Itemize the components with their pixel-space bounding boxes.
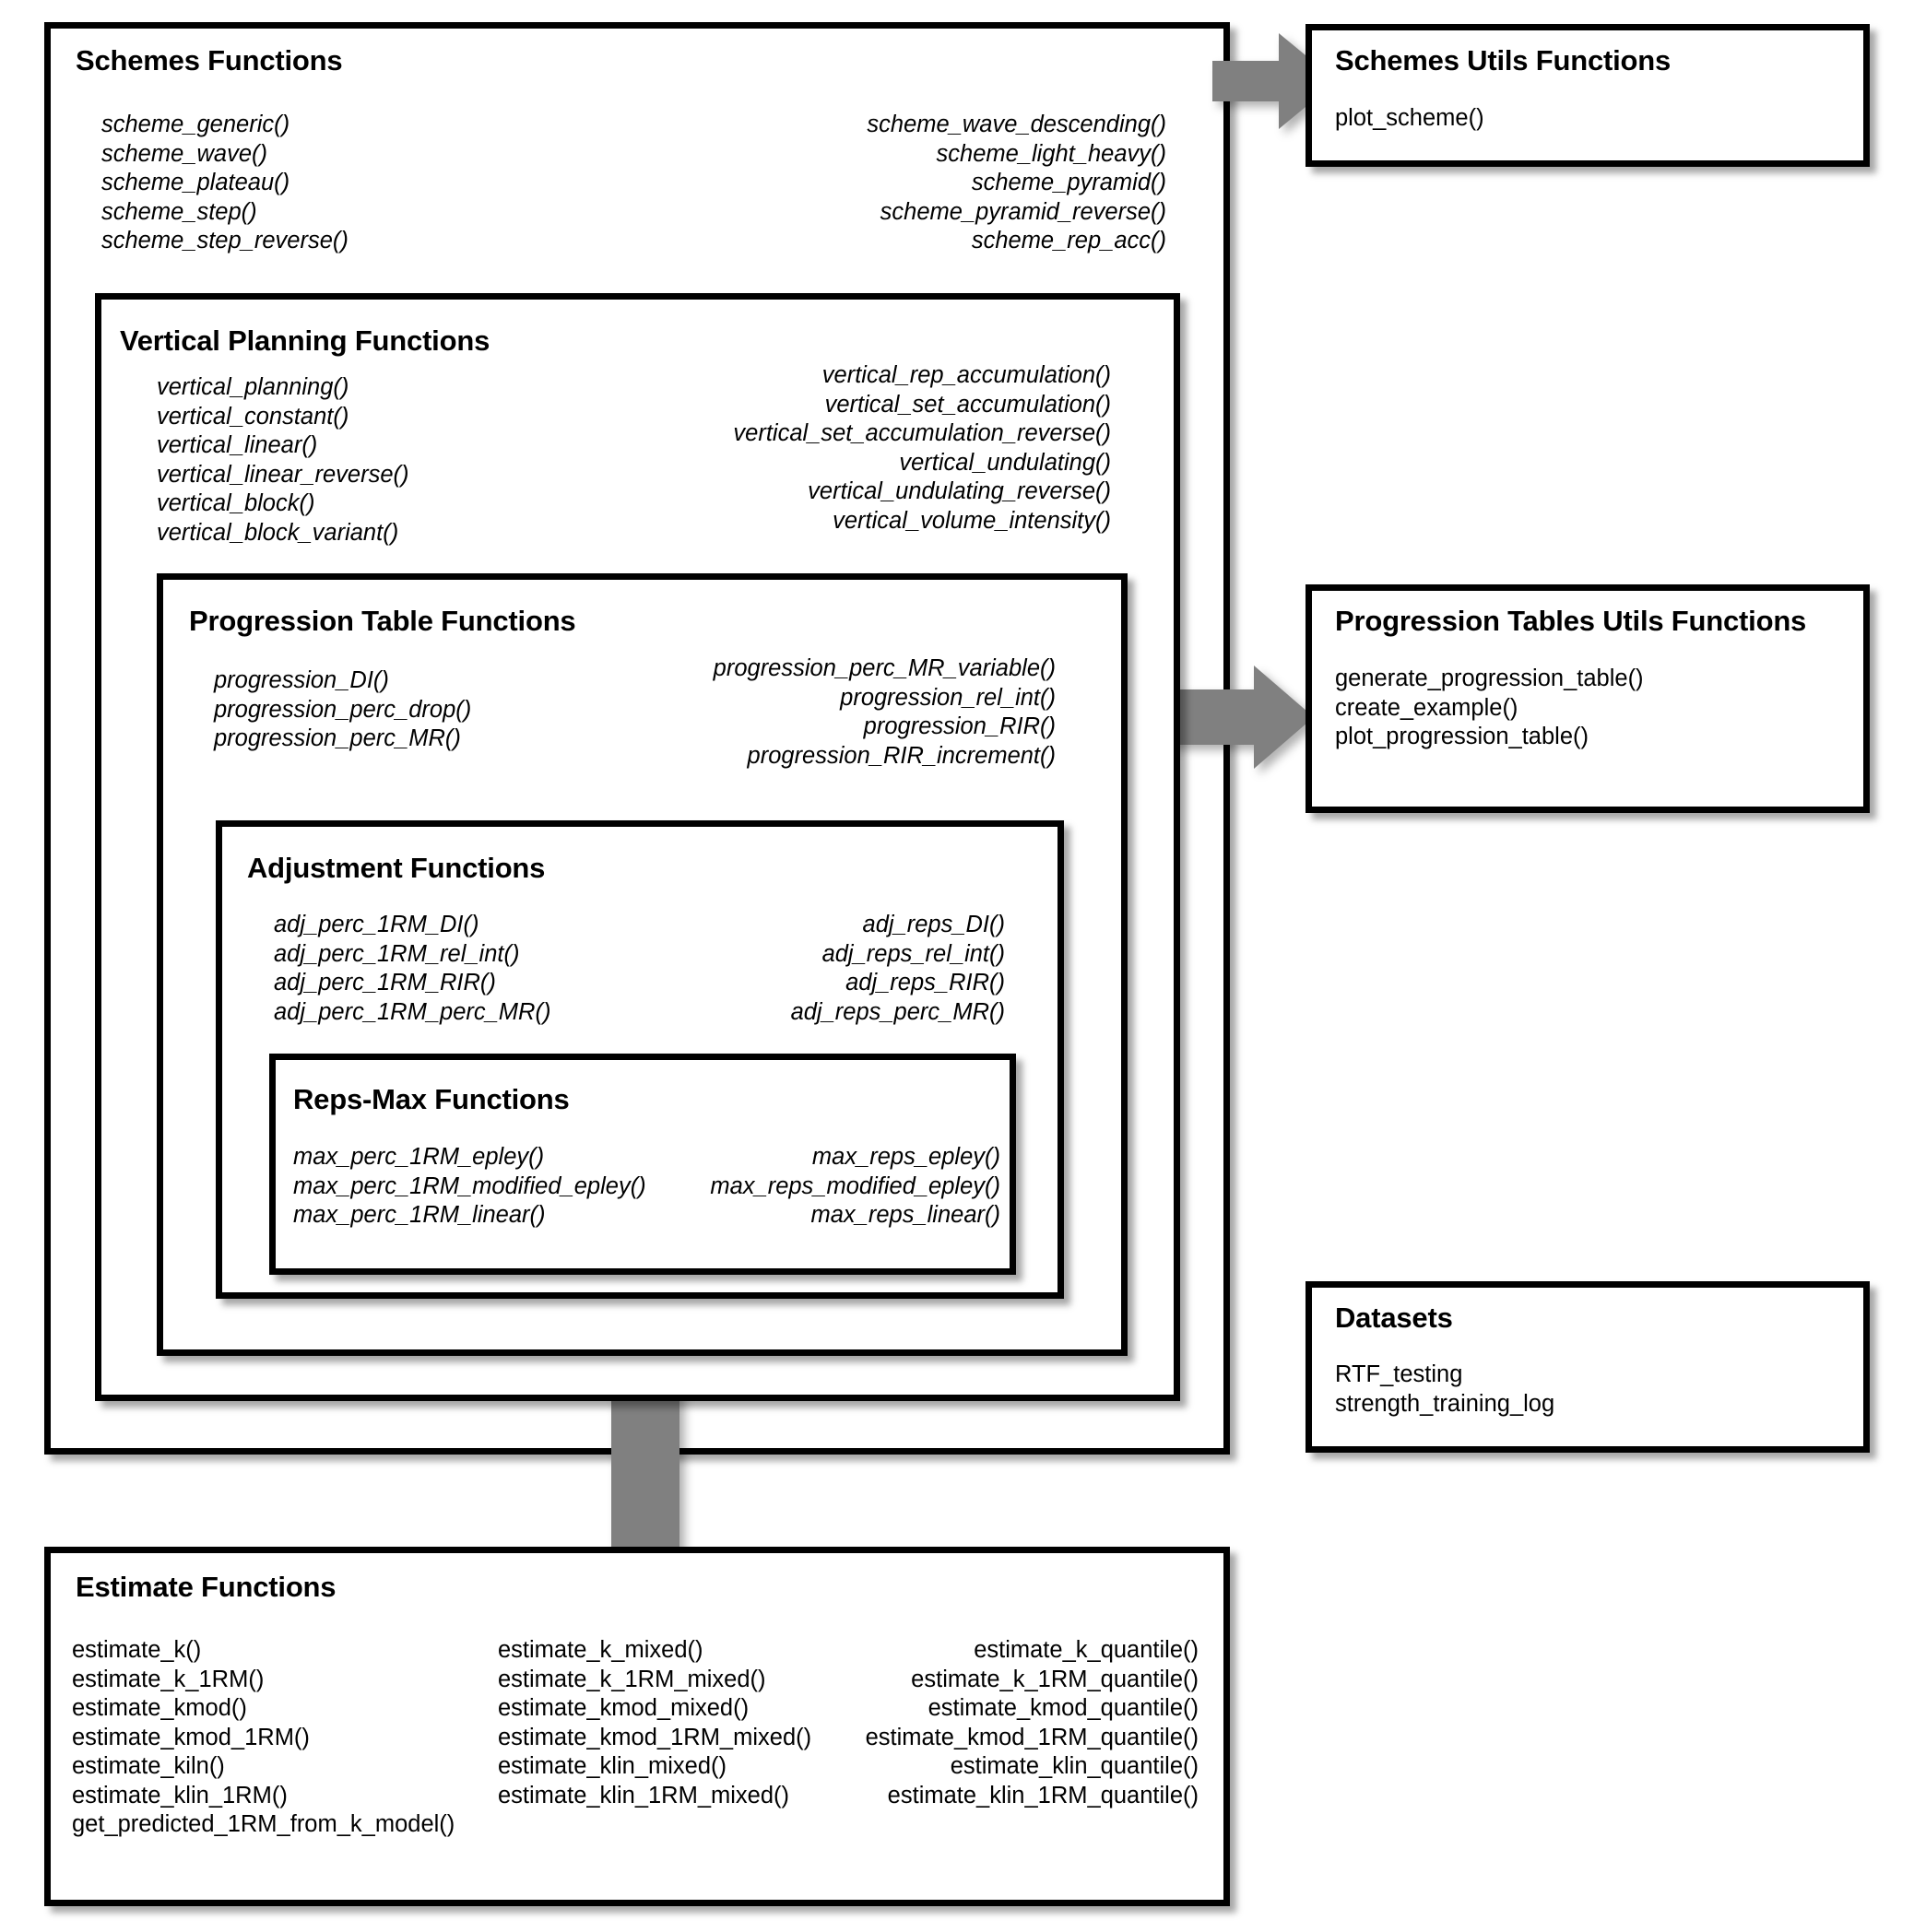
fn-item: adj_reps_perc_MR() bbox=[790, 998, 1005, 1025]
fn-item: progression_RIR() bbox=[863, 713, 1056, 739]
progression-tables-utils-functions-title: Progression Tables Utils Functions bbox=[1335, 605, 1807, 637]
estimate-right-list: estimate_k_quantile() estimate_k_1RM_qua… bbox=[811, 1636, 1199, 1810]
fn-item: vertical_planning() bbox=[157, 374, 349, 400]
schemes-functions-title: Schemes Functions bbox=[76, 44, 343, 77]
fn-item: estimate_k_1RM() bbox=[72, 1666, 265, 1692]
fn-item: max_perc_1RM_linear() bbox=[293, 1202, 546, 1228]
fn-item: progression_DI() bbox=[214, 667, 389, 693]
fn-item: scheme_light_heavy() bbox=[936, 140, 1166, 167]
fn-item: adj_reps_DI() bbox=[862, 912, 1005, 937]
list-item: RTF_testing bbox=[1335, 1361, 1463, 1387]
fn-item: vertical_undulating() bbox=[899, 449, 1111, 476]
schemes-utils-functions-box bbox=[1306, 24, 1870, 167]
estimate-functions-title: Estimate Functions bbox=[76, 1571, 337, 1603]
adjustment-left-list: adj_perc_1RM_DI() adj_perc_1RM_rel_int()… bbox=[274, 911, 550, 1027]
fn-item: estimate_kmod_1RM_quantile() bbox=[865, 1724, 1199, 1750]
reps-max-right-list: max_reps_epley() max_reps_modified_epley… bbox=[608, 1143, 1000, 1231]
estimate-left-list: estimate_k() estimate_k_1RM() estimate_k… bbox=[72, 1636, 455, 1840]
fn-item: vertical_block() bbox=[157, 490, 315, 516]
fn-item: scheme_step() bbox=[101, 198, 257, 225]
fn-item: vertical_volume_intensity() bbox=[833, 507, 1111, 534]
progression-table-functions-title: Progression Table Functions bbox=[189, 605, 576, 637]
fn-item: scheme_rep_acc() bbox=[971, 228, 1166, 253]
fn-item: progression_perc_MR() bbox=[214, 725, 461, 751]
fn-item: vertical_linear() bbox=[157, 432, 318, 458]
adjustment-right-list: adj_reps_DI() adj_reps_rel_int() adj_rep… bbox=[608, 911, 1005, 1027]
fn-item: progression_RIR_increment() bbox=[747, 742, 1056, 769]
fn-item: estimate_klin_1RM_mixed() bbox=[498, 1782, 790, 1808]
fn-item: estimate_klin_quantile() bbox=[950, 1753, 1199, 1779]
fn-item: max_reps_linear() bbox=[810, 1202, 1001, 1228]
progression-tables-utils-list: generate_progression_table() create_exam… bbox=[1335, 665, 1644, 752]
fn-item: adj_perc_1RM_RIR() bbox=[274, 970, 496, 995]
fn-item: adj_perc_1RM_rel_int() bbox=[274, 940, 520, 967]
reps-max-functions-title: Reps-Max Functions bbox=[293, 1083, 570, 1115]
fn-item: scheme_pyramid() bbox=[971, 170, 1166, 195]
fn-item: max_perc_1RM_modified_epley() bbox=[293, 1172, 646, 1199]
reps-max-functions-box bbox=[269, 1054, 1016, 1275]
fn-item: estimate_klin_mixed() bbox=[498, 1753, 727, 1779]
fn-item: estimate_k() bbox=[72, 1637, 202, 1663]
fn-item: estimate_kmod_1RM() bbox=[72, 1724, 310, 1750]
fn-item: estimate_k_1RM_mixed() bbox=[498, 1666, 766, 1692]
datasets-box bbox=[1306, 1281, 1870, 1453]
reps-max-left-list: max_perc_1RM_epley() max_perc_1RM_modifi… bbox=[293, 1143, 646, 1231]
fn-item: estimate_k_quantile() bbox=[974, 1637, 1199, 1663]
fn-item: max_perc_1RM_epley() bbox=[293, 1144, 545, 1170]
fn-item: scheme_wave_descending() bbox=[867, 112, 1166, 137]
fn-item: max_reps_modified_epley() bbox=[710, 1172, 1000, 1199]
fn-item: adj_reps_rel_int() bbox=[821, 940, 1005, 967]
fn-item: estimate_kmod() bbox=[72, 1695, 247, 1721]
fn-item: scheme_wave() bbox=[101, 140, 267, 167]
fn-item: estimate_k_mixed() bbox=[498, 1637, 703, 1663]
fn-item: estimate_kmod_1RM_mixed() bbox=[498, 1724, 812, 1750]
fn-item: vertical_set_accumulation() bbox=[824, 391, 1111, 418]
fn-item: adj_perc_1RM_perc_MR() bbox=[274, 998, 551, 1025]
fn-item: vertical_block_variant() bbox=[157, 519, 399, 546]
fn-item: estimate_klin_1RM() bbox=[72, 1782, 288, 1808]
fn-item: plot_progression_table() bbox=[1335, 724, 1589, 749]
schemes-utils-functions-title: Schemes Utils Functions bbox=[1335, 44, 1672, 77]
fn-item: estimate_kmod_quantile() bbox=[927, 1695, 1199, 1721]
fn-item: scheme_plateau() bbox=[101, 170, 290, 195]
fn-item: vertical_undulating_reverse() bbox=[808, 478, 1111, 504]
fn-item: vertical_linear_reverse() bbox=[157, 461, 409, 488]
fn-item: get_predicted_1RM_from_k_model() bbox=[72, 1811, 455, 1837]
estimate-middle-list: estimate_k_mixed() estimate_k_1RM_mixed(… bbox=[498, 1636, 811, 1810]
fn-item: vertical_rep_accumulation() bbox=[821, 362, 1111, 388]
fn-item: vertical_constant() bbox=[157, 403, 349, 430]
fn-item: plot_scheme() bbox=[1335, 105, 1484, 131]
adjustment-functions-title: Adjustment Functions bbox=[247, 852, 546, 884]
fn-item: progression_perc_MR_variable() bbox=[713, 655, 1056, 681]
datasets-title: Datasets bbox=[1335, 1302, 1453, 1334]
arrow-estimate-to-reps-max bbox=[572, 1270, 719, 1556]
fn-item: estimate_klin_1RM_quantile() bbox=[887, 1782, 1199, 1808]
datasets-list: RTF_testing strength_training_log bbox=[1335, 1361, 1554, 1419]
fn-item: vertical_set_accumulation_reverse() bbox=[733, 420, 1111, 446]
fn-item: progression_perc_drop() bbox=[214, 696, 472, 723]
vertical-planning-right-list: vertical_rep_accumulation() vertical_set… bbox=[590, 361, 1111, 536]
progression-table-left-list: progression_DI() progression_perc_drop()… bbox=[214, 666, 471, 754]
schemes-utils-list: plot_scheme() bbox=[1335, 104, 1484, 134]
estimate-functions-box bbox=[44, 1547, 1230, 1906]
schemes-functions-right-list: scheme_wave_descending() scheme_light_he… bbox=[636, 111, 1166, 256]
fn-item: scheme_step_reverse() bbox=[101, 228, 349, 253]
fn-item: adj_reps_RIR() bbox=[845, 970, 1005, 995]
fn-item: generate_progression_table() bbox=[1335, 666, 1644, 691]
fn-item: max_reps_epley() bbox=[811, 1144, 1000, 1170]
vertical-planning-left-list: vertical_planning() vertical_constant() … bbox=[157, 373, 409, 548]
vertical-planning-functions-title: Vertical Planning Functions bbox=[120, 324, 490, 357]
fn-item: scheme_pyramid_reverse() bbox=[880, 198, 1166, 225]
fn-item: progression_rel_int() bbox=[840, 684, 1056, 711]
progression-tables-utils-functions-box bbox=[1306, 584, 1870, 813]
fn-item: create_example() bbox=[1335, 694, 1518, 721]
fn-item: estimate_k_1RM_quantile() bbox=[911, 1666, 1199, 1692]
fn-item: estimate_kmod_mixed() bbox=[498, 1695, 750, 1721]
schemes-functions-left-list: scheme_generic() scheme_wave() scheme_pl… bbox=[101, 111, 349, 256]
fn-item: estimate_kiln() bbox=[72, 1753, 225, 1779]
list-item: strength_training_log bbox=[1335, 1390, 1555, 1417]
fn-item: scheme_generic() bbox=[101, 112, 290, 137]
fn-item: adj_perc_1RM_DI() bbox=[274, 912, 479, 937]
progression-table-right-list: progression_perc_MR_variable() progressi… bbox=[553, 654, 1056, 771]
